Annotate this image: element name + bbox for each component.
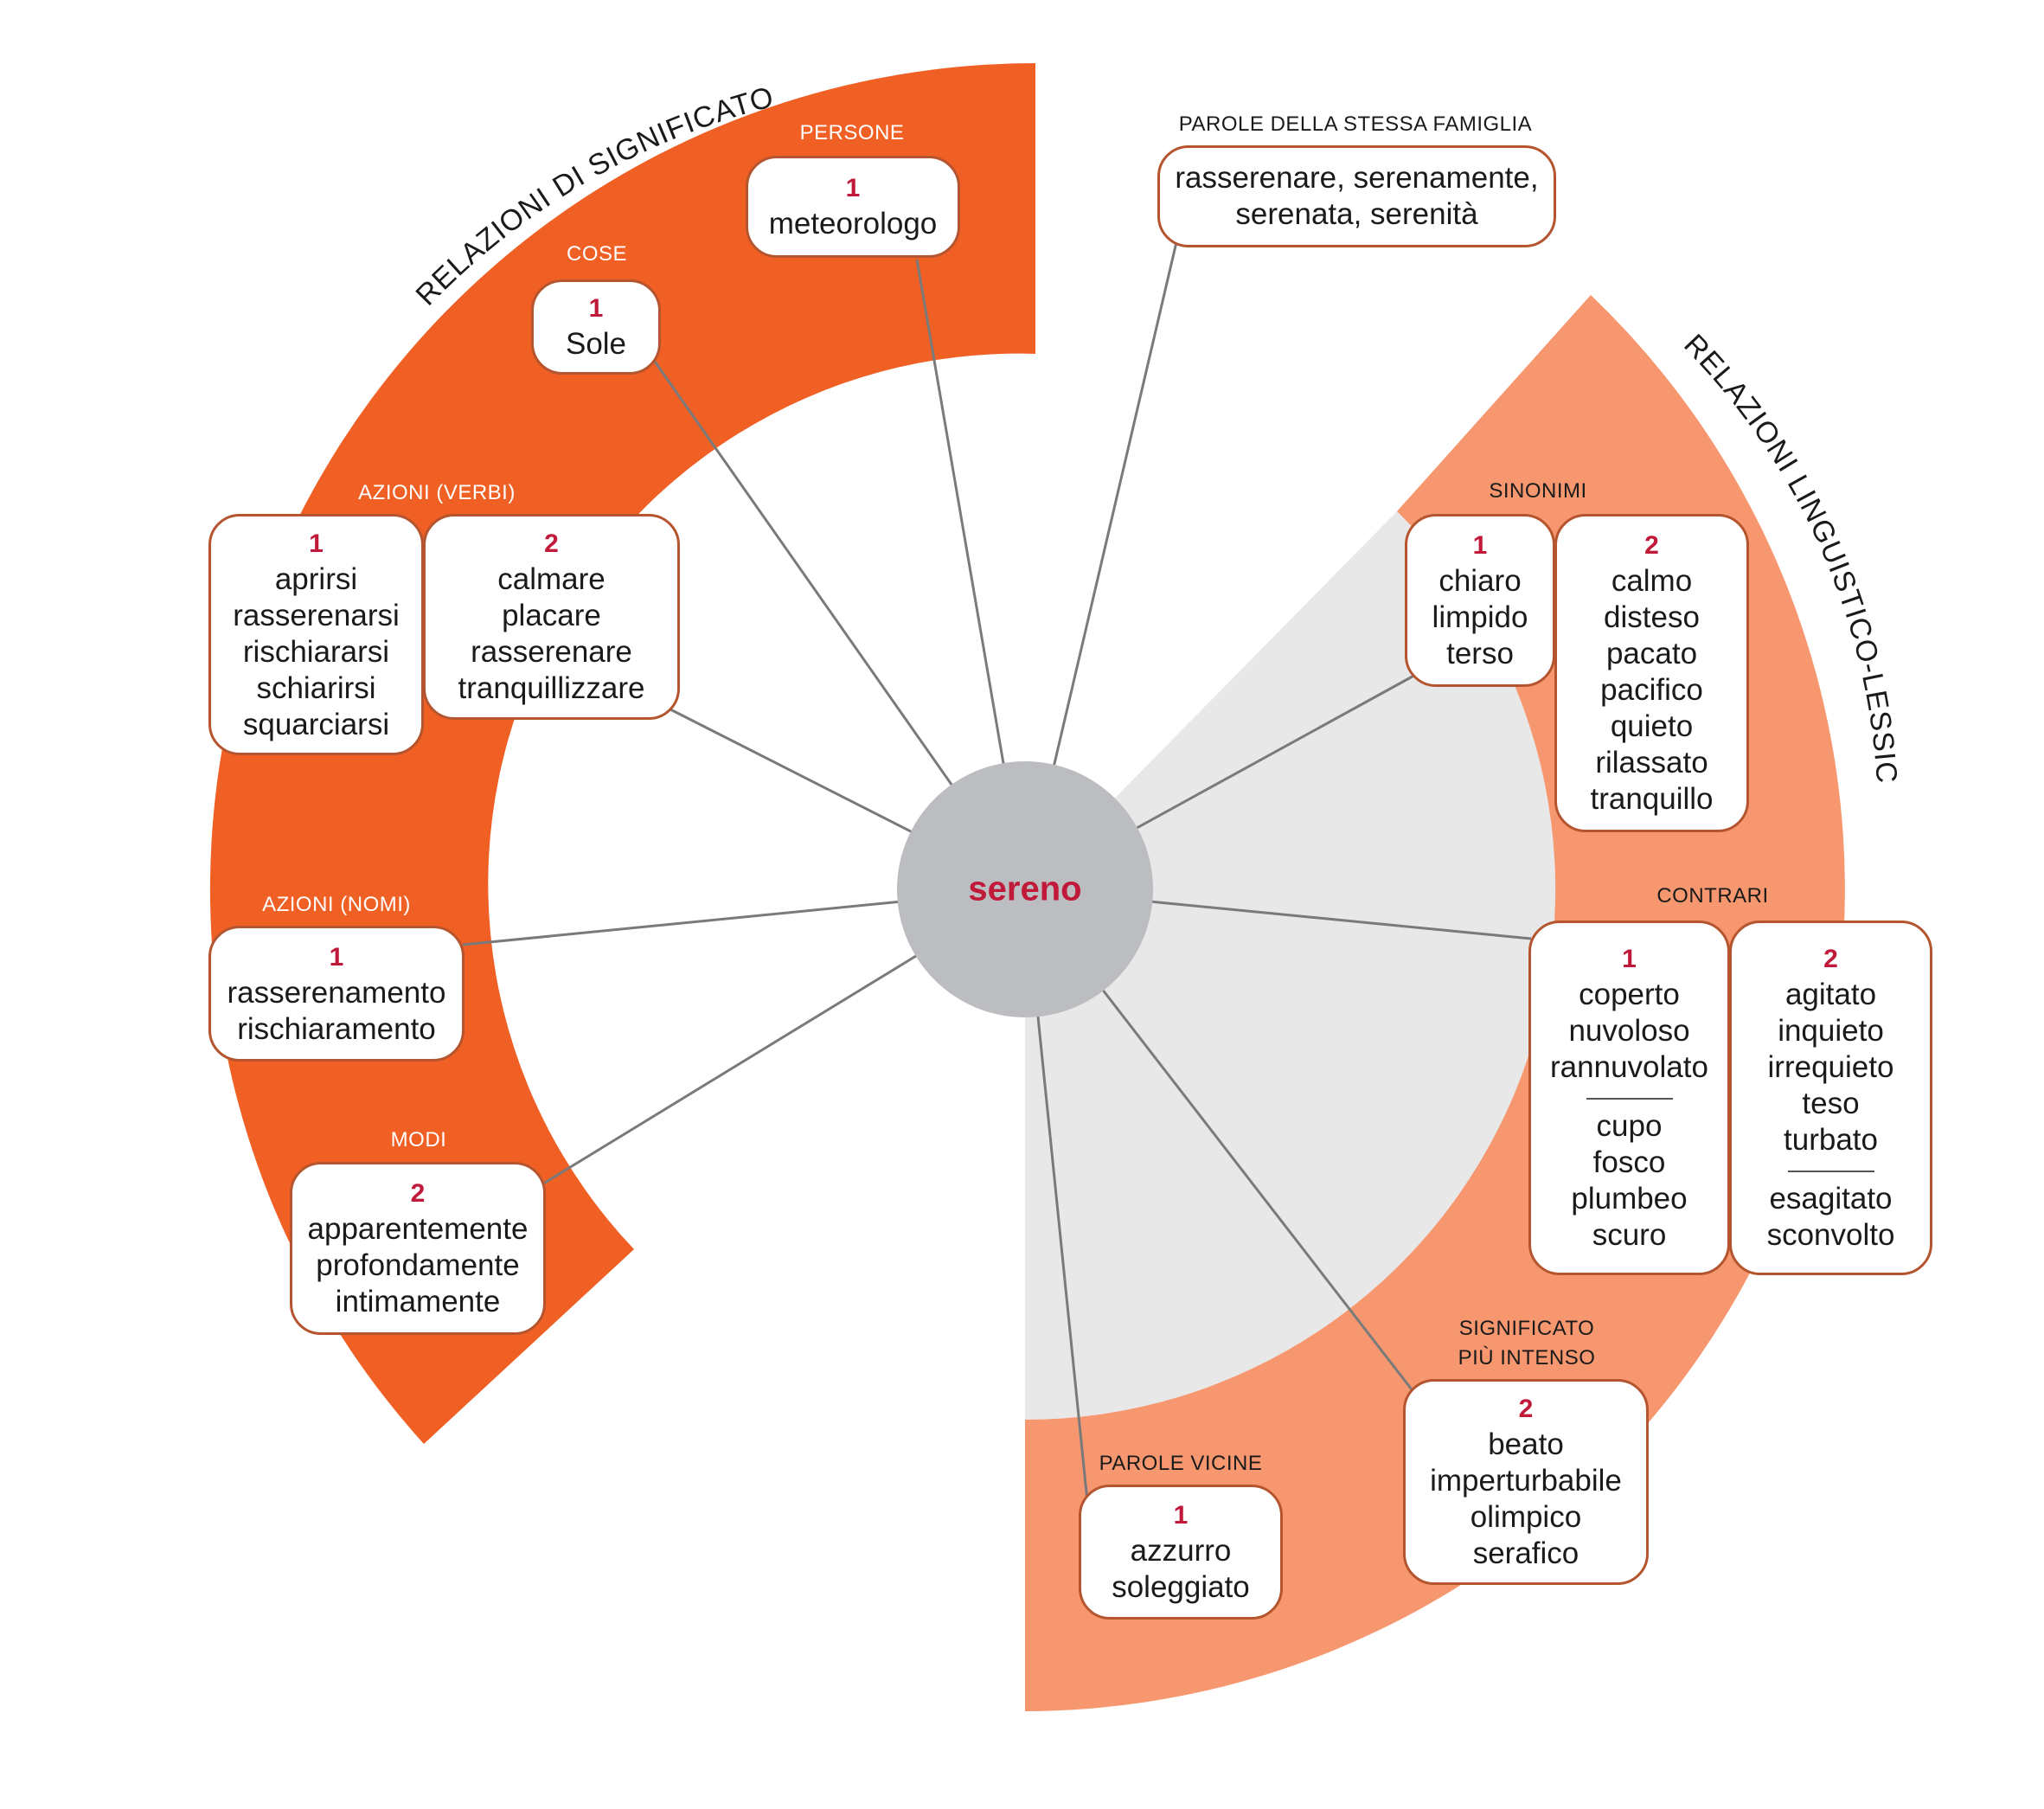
box-contrari-1: 1 coperto nuvoloso rannuvolato cupo fosc… xyxy=(1528,921,1730,1275)
center-word: sereno xyxy=(968,869,1082,908)
box-number: 1 xyxy=(309,529,324,558)
word: olimpico xyxy=(1470,1500,1582,1534)
box-number: 1 xyxy=(1472,531,1488,560)
word: terso xyxy=(1446,637,1514,670)
label-azioni-nomi: AZIONI (NOMI) xyxy=(262,893,411,916)
word: aprirsi xyxy=(274,561,358,596)
box-contrari-2: 2 agitato inquieto irrequieto teso turba… xyxy=(1729,921,1932,1275)
box-number: 1 xyxy=(1622,945,1637,973)
separator-line xyxy=(1586,1098,1673,1100)
label-vicine: PAROLE VICINE xyxy=(1099,1452,1263,1475)
box-number: 1 xyxy=(329,942,344,972)
box-number: 2 xyxy=(1518,1395,1534,1423)
word: agitato xyxy=(1784,978,1877,1011)
label-intenso-line2: PIÙ INTENSO xyxy=(1458,1346,1596,1370)
label-famiglia: PAROLE DELLA STESSA FAMIGLIA xyxy=(1178,112,1533,136)
word: teso xyxy=(1802,1087,1860,1120)
center-circle xyxy=(897,761,1153,1017)
word: chiaro xyxy=(1438,564,1522,598)
word: serenata, serenità xyxy=(1235,197,1478,231)
word: calmo xyxy=(1611,564,1693,598)
word: meteorologo xyxy=(768,207,938,241)
word: apparentemente xyxy=(307,1212,529,1246)
box-cose-1: 1 Sole xyxy=(531,279,661,375)
word: rasserenarsi xyxy=(233,598,400,632)
word: rasserenare xyxy=(471,635,632,669)
word: rilassato xyxy=(1595,746,1708,779)
label-modi: MODI xyxy=(390,1128,447,1151)
word: tranquillo xyxy=(1590,782,1714,816)
word: nuvoloso xyxy=(1568,1014,1690,1048)
word: soleggiato xyxy=(1112,1570,1250,1604)
box-number: 1 xyxy=(588,294,604,323)
gray-sector xyxy=(1025,511,1556,1420)
word: intimamente xyxy=(335,1285,501,1318)
word: rannuvolato xyxy=(1550,1050,1708,1084)
box-persone-1: 1 meteorologo xyxy=(746,156,960,258)
word: profondamente xyxy=(316,1248,520,1282)
box-azioni-nomi-1: 1 rasserenamento rischiaramento xyxy=(208,926,465,1062)
label-cose: COSE xyxy=(566,242,628,266)
word: calmare xyxy=(497,562,606,596)
box-number: 1 xyxy=(845,174,861,202)
label-azioni-verbi: AZIONI (VERBI) xyxy=(358,481,516,504)
box-number: 2 xyxy=(1823,945,1838,973)
word: tranquillizzare xyxy=(458,671,645,705)
word: rasserenare, serenamente, xyxy=(1175,161,1539,195)
label-intenso-line1: SIGNIFICATO xyxy=(1458,1317,1595,1340)
word: irrequieto xyxy=(1767,1050,1894,1084)
separator-line xyxy=(1787,1171,1874,1172)
word: sconvolto xyxy=(1766,1218,1895,1252)
box-azioni-verbi-1: 1 aprirsi rasserenarsi rischiararsi schi… xyxy=(208,514,424,755)
word: pacifico xyxy=(1600,673,1703,707)
word: coperto xyxy=(1579,978,1680,1011)
word: esagitato xyxy=(1769,1182,1893,1216)
word: imperturbabile xyxy=(1430,1464,1622,1498)
box-intenso-2: 2 beato imperturbabile olimpico serafico xyxy=(1403,1379,1649,1585)
box-vicine-1: 1 azzurro soleggiato xyxy=(1079,1485,1283,1620)
box-number: 2 xyxy=(544,529,559,558)
word: rischiaramento xyxy=(237,1011,436,1046)
word: inquieto xyxy=(1778,1014,1884,1048)
label-sinonimi: SINONIMI xyxy=(1489,479,1587,503)
word: Sole xyxy=(565,327,627,361)
box-modi-2: 2 apparentemente profondamente intimamen… xyxy=(290,1162,546,1335)
word: turbato xyxy=(1784,1123,1878,1157)
word: fosco xyxy=(1592,1145,1666,1179)
word: plumbeo xyxy=(1571,1182,1688,1216)
word: rasserenamento xyxy=(227,975,446,1010)
dark-band xyxy=(209,63,1036,1444)
label-persone: PERSONE xyxy=(799,121,905,144)
box-sinonimi-1: 1 chiaro limpido terso xyxy=(1405,514,1555,687)
word: scuro xyxy=(1592,1218,1667,1252)
word: cupo xyxy=(1596,1109,1663,1143)
box-azioni-verbi-2: 2 calmare placare rasserenare tranquilli… xyxy=(423,514,680,720)
word: disteso xyxy=(1604,600,1700,634)
box-sinonimi-2: 2 calmo disteso pacato pacifico quieto r… xyxy=(1554,514,1749,832)
word: serafico xyxy=(1472,1536,1579,1570)
word: pacato xyxy=(1605,637,1698,670)
box-number: 2 xyxy=(1644,531,1659,560)
word: azzurro xyxy=(1130,1534,1232,1568)
word: placare xyxy=(502,599,601,632)
box-number: 2 xyxy=(410,1179,426,1208)
word: limpido xyxy=(1432,600,1528,634)
word: schiarirsi xyxy=(256,670,376,705)
label-contrari: CONTRARI xyxy=(1656,884,1769,908)
word: beato xyxy=(1488,1427,1564,1461)
word: rischiararsi xyxy=(242,634,390,669)
word: quieto xyxy=(1610,709,1694,743)
box-number: 1 xyxy=(1173,1501,1189,1530)
box-famiglia: rasserenare, serenamente, serenata, sere… xyxy=(1157,145,1556,247)
word: squarciarsi xyxy=(242,707,390,741)
